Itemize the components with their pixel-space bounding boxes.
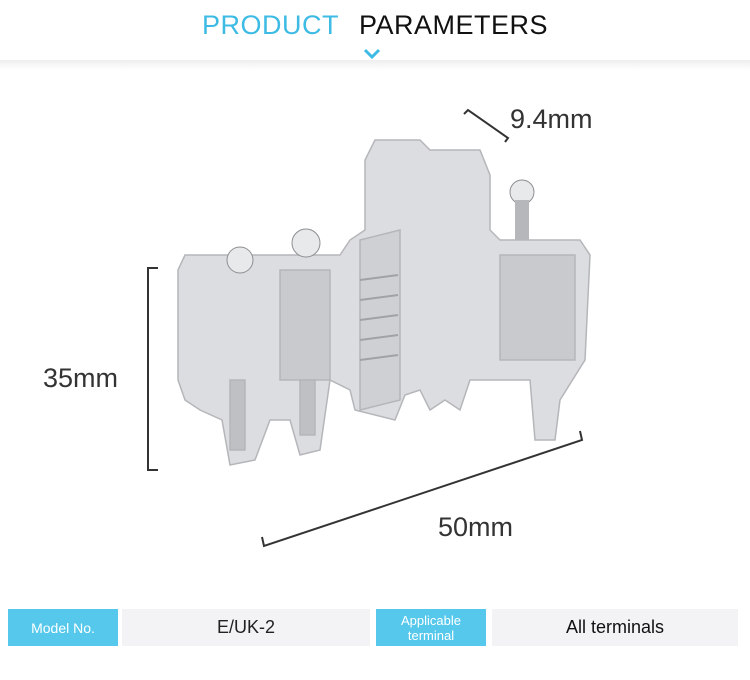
applicable-terminal-label-line2: terminal <box>407 627 455 643</box>
thickness-dimension-label: 9.4mm <box>510 104 593 134</box>
header-divider <box>0 60 750 70</box>
dimension-lines <box>147 108 584 548</box>
length-dimension-label: 50mm <box>438 512 514 542</box>
section-title: PRODUCT PARAMETERS <box>0 10 750 41</box>
height-dimension-label: 35mm <box>43 363 119 393</box>
model-number-value: E/UK-2 <box>122 609 370 646</box>
model-number-label: Model No. <box>8 609 118 646</box>
title-word-product: PRODUCT <box>201 10 339 40</box>
end-bracket-product-image <box>177 139 591 466</box>
chevron-down-icon <box>363 48 381 60</box>
applicable-terminal-value: All terminals <box>492 609 738 646</box>
title-word-parameters: PARAMETERS <box>358 10 549 40</box>
applicable-terminal-label-line1: Applicable <box>401 612 461 628</box>
